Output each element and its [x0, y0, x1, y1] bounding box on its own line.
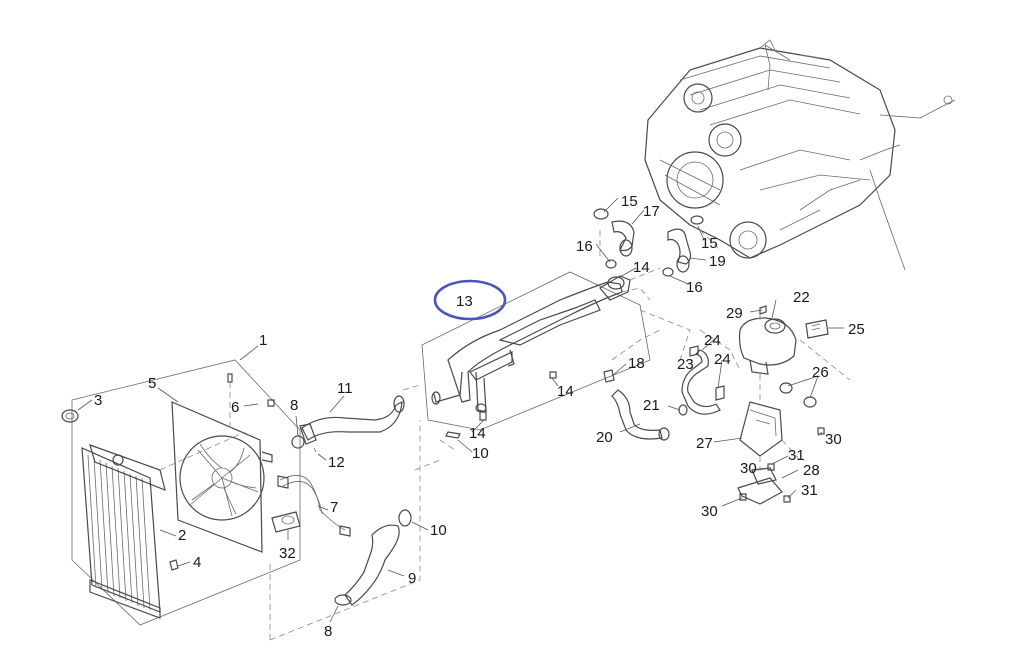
label-30-lower: 30: [701, 503, 718, 520]
label-30-right: 30: [825, 431, 842, 448]
label-14-upper: 14: [633, 259, 650, 276]
label-27: 27: [696, 435, 713, 452]
leader-lines: [77, 197, 844, 623]
highlight-ellipse: [433, 279, 507, 321]
label-30-middle: 30: [740, 460, 757, 477]
label-8-lower: 8: [324, 623, 332, 640]
label-25: 25: [848, 321, 865, 338]
radiator-assembly: [61, 359, 351, 626]
engine-block: [644, 39, 956, 271]
label-31-lower: 31: [801, 482, 818, 499]
label-2: 2: [178, 527, 186, 544]
label-32: 32: [279, 545, 296, 562]
label-22: 22: [793, 289, 810, 306]
label-12: 12: [328, 454, 345, 471]
label-8-upper: 8: [290, 397, 298, 414]
label-14-left: 14: [469, 425, 486, 442]
label-15-left: 15: [621, 193, 638, 210]
label-14-center: 14: [557, 383, 574, 400]
label-28: 28: [803, 462, 820, 479]
label-6: 6: [231, 399, 239, 416]
label-26: 26: [812, 364, 829, 381]
label-18: 18: [628, 355, 645, 372]
label-1: 1: [259, 332, 267, 349]
label-5: 5: [148, 375, 156, 392]
label-17: 17: [643, 203, 660, 220]
expansion-tank: [738, 305, 851, 408]
label-21: 21: [643, 397, 660, 414]
thermostat-hoses: [593, 208, 721, 361]
label-10-upper: 10: [472, 445, 489, 462]
coolant-pipe-assembly: [421, 271, 651, 439]
lower-hose: [334, 509, 412, 606]
part-number-labels: 1 2 3 4 5 6 7 8 8 9 10 10 11 12 13 14 14…: [94, 193, 865, 640]
label-16-right: 16: [686, 279, 703, 296]
label-10-lower: 10: [430, 522, 447, 539]
upper-hose: [299, 395, 405, 453]
label-7: 7: [330, 499, 338, 516]
label-15-right: 15: [701, 235, 718, 252]
label-24-lower: 24: [714, 351, 731, 368]
label-3: 3: [94, 392, 102, 409]
label-9: 9: [408, 570, 416, 587]
label-13: 13: [456, 293, 473, 310]
label-19: 19: [709, 253, 726, 270]
label-20: 20: [596, 429, 613, 446]
label-31-upper: 31: [788, 447, 805, 464]
label-23: 23: [677, 356, 694, 373]
label-11: 11: [337, 380, 353, 397]
label-29: 29: [726, 305, 743, 322]
label-4: 4: [193, 554, 201, 571]
heater-hoses: [603, 329, 741, 441]
label-24-upper: 24: [704, 332, 721, 349]
label-16-left: 16: [576, 238, 593, 255]
